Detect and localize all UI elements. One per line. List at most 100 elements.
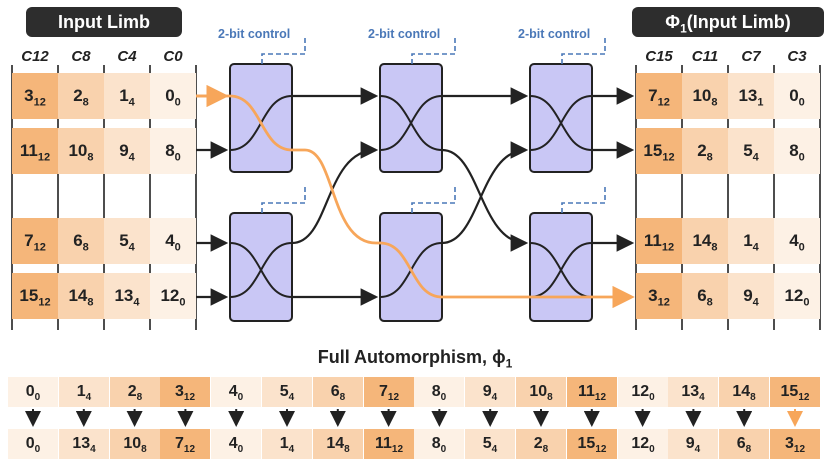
output-limb-cell: 28: [682, 128, 728, 174]
full-output-cell: 68: [719, 429, 769, 459]
cell-subscript: 0: [179, 296, 186, 309]
switch-box: [529, 63, 593, 173]
cell-subscript: 1: [757, 96, 764, 109]
cell-value: 5: [743, 141, 753, 160]
cell-subscript: 4: [491, 392, 498, 404]
control-line: [411, 185, 456, 213]
input-limb-cell: 1112: [12, 128, 58, 174]
input-limb-cell: 54: [104, 218, 150, 264]
cell-subscript: 12: [662, 151, 675, 164]
cell-subscript: 12: [798, 392, 810, 404]
full-input-cell: 1112: [567, 377, 617, 407]
full-input-cell: 120: [618, 377, 668, 407]
cell-subscript: 4: [90, 444, 96, 456]
cell-subscript: 12: [33, 96, 46, 109]
cell-value: 15: [780, 383, 799, 400]
highlighted-path: [196, 94, 635, 309]
cell-value: 15: [577, 435, 596, 452]
output-column-header: C3: [787, 48, 807, 65]
cell-value: 5: [279, 383, 289, 400]
input-column-header: C4: [117, 48, 137, 65]
full-input-cell: 54: [262, 377, 312, 407]
cell-value: 13: [681, 383, 700, 400]
cell-value: 8: [789, 141, 799, 160]
input-limb-cell: 134: [104, 273, 150, 319]
full-input-cell: 68: [313, 377, 363, 407]
input-column-header: C12: [21, 48, 49, 65]
cell-value: 12: [784, 286, 804, 305]
output-column-header: C7: [741, 48, 761, 65]
output-limb-cell: 712: [636, 73, 682, 119]
full-output-cell: 54: [465, 429, 515, 459]
cell-value: 9: [743, 286, 753, 305]
cell-subscript: 0: [34, 444, 41, 456]
cell-subscript: 4: [288, 392, 295, 404]
cell-value: 15: [19, 286, 39, 305]
cell-value: 7: [174, 435, 184, 452]
input-limb-cell: 1512: [12, 273, 58, 319]
cell-value: 0: [789, 86, 799, 105]
cell-value: 4: [228, 383, 238, 400]
switch-box: [529, 212, 593, 322]
cell-subscript: 12: [657, 96, 670, 109]
two-bit-control-label: 2-bit control: [368, 27, 441, 41]
input-limb-cell: 14: [104, 73, 150, 119]
cell-value: 9: [119, 141, 129, 160]
cell-value: 10: [529, 383, 548, 400]
cell-subscript: 4: [699, 392, 705, 404]
cell-subscript: 4: [694, 444, 701, 456]
cell-value: 3: [784, 435, 794, 452]
output-limb-cell: 80: [774, 128, 820, 174]
full-input-cell: 312: [160, 377, 210, 407]
full-input-cell: 80: [414, 377, 464, 407]
input-limb-cell: 312: [12, 73, 58, 119]
cell-value: 0: [25, 383, 35, 400]
cell-subscript: 8: [344, 444, 350, 456]
switch-path: [529, 95, 593, 151]
phi-symbol: Φ: [665, 12, 681, 32]
input-limb-title: Input Limb: [26, 7, 182, 37]
full-output-cell: 14: [262, 429, 312, 459]
control-line: [261, 185, 306, 213]
cell-value: 5: [119, 231, 129, 250]
cell-subscript: 12: [391, 444, 404, 456]
cell-subscript: 12: [661, 241, 675, 254]
cell-value: 4: [789, 231, 799, 250]
full-input-cell: 134: [668, 377, 718, 407]
cell-value: 11: [577, 383, 595, 400]
full-output-cell: 1512: [567, 429, 617, 459]
cell-subscript: 8: [87, 296, 94, 309]
output-limb-cell: 94: [728, 273, 774, 319]
switch-box: [379, 63, 443, 173]
input-limb-cell: 120: [150, 273, 196, 319]
cell-subscript: 12: [183, 444, 196, 456]
cell-value: 8: [431, 383, 441, 400]
cell-value: 2: [697, 141, 707, 160]
full-output-cell: 108: [110, 429, 160, 459]
cell-value: 1: [279, 435, 289, 452]
control-line: [561, 36, 606, 64]
cell-subscript: 12: [657, 296, 670, 309]
cell-subscript: 12: [33, 241, 46, 254]
cell-subscript: 12: [37, 151, 51, 164]
input-limb-cell: 00: [150, 73, 196, 119]
switch-box: [229, 63, 293, 173]
input-limb-cell: 712: [12, 218, 58, 264]
wire: [441, 141, 529, 245]
phi-subscript: 1: [680, 21, 687, 36]
full-input-cell: 40: [211, 377, 261, 407]
cell-subscript: 12: [183, 392, 196, 404]
full-input-cell: 28: [110, 377, 160, 407]
control-line: [561, 185, 606, 213]
cell-subscript: 12: [594, 392, 607, 404]
full-output-cell: 134: [59, 429, 109, 459]
cell-value: 2: [73, 86, 83, 105]
cell-subscript: 8: [711, 241, 718, 254]
full-input-cell: 94: [465, 377, 515, 407]
cell-value: 12: [631, 435, 650, 452]
cell-subscript: 12: [793, 444, 806, 456]
control-line: [411, 36, 456, 64]
phi-symbol: ϕ: [492, 347, 506, 367]
cell-subscript: 8: [706, 296, 713, 309]
